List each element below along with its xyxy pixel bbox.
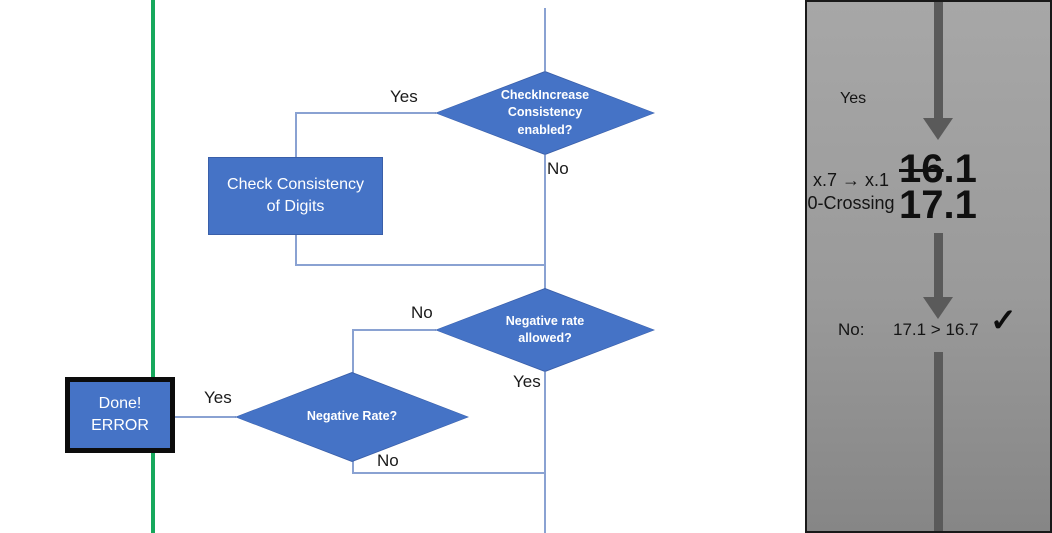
down-arrow-icon xyxy=(923,297,953,319)
check-icon: ✓ xyxy=(990,302,1017,338)
connector-decision1-no-down xyxy=(544,155,546,289)
panel-values: 16.1 17.1 xyxy=(899,149,977,227)
terminal-done-error: Done! ERROR xyxy=(65,377,175,453)
decision-negative-allowed-label: Negative rate allowed? xyxy=(505,313,585,346)
connector-decision3-no-down xyxy=(352,460,354,474)
connector-down-into-decision3 xyxy=(352,329,354,373)
panel-value-new: 17.1 xyxy=(899,183,977,227)
panel-value-old-struck: 16 xyxy=(899,147,944,191)
panel-result-comparison: 17.1 > 16.7 xyxy=(893,320,979,339)
branch-label-no-increase: No xyxy=(547,159,569,178)
connector-decision2-no-left xyxy=(352,329,436,331)
process-check-consistency-of-digits: Check Consistency of Digits xyxy=(208,157,383,235)
branch-label-no-negative-rate: No xyxy=(377,451,399,470)
connector-top-into-decision1 xyxy=(544,8,546,71)
decision-negative-rate-label: Negative Rate? xyxy=(306,409,398,424)
branch-label-yes-negative-rate: Yes xyxy=(204,388,232,407)
panel-value-old: 16.1 xyxy=(899,149,977,189)
connector-process-return-right xyxy=(295,264,545,266)
down-arrow-icon xyxy=(923,118,953,140)
annotation-panel: Yes x.7 → x.1 0-Crossing 16.1 17.1 No: 1… xyxy=(805,0,1052,533)
decision-checkincrease-enabled: CheckIncrease Consistency enabled? xyxy=(435,71,655,155)
connector-decision2-yes-down xyxy=(544,372,546,533)
connector-decision3-yes-left xyxy=(174,416,236,418)
down-arrow-shaft xyxy=(934,2,943,118)
panel-condition-text: x.7 → x.1 0-Crossing xyxy=(807,170,895,213)
panel-result-prefix: No: xyxy=(838,320,865,339)
down-arrow-shaft xyxy=(934,352,943,531)
connector-process-down xyxy=(295,234,297,266)
decision-negative-rate: Negative Rate? xyxy=(235,372,469,462)
connector-decision1-yes-left xyxy=(295,112,436,114)
panel-value-old-rest: .1 xyxy=(943,147,977,191)
branch-label-yes-increase: Yes xyxy=(390,87,418,106)
connector-decision3-no-right xyxy=(352,472,546,474)
connector-down-into-process xyxy=(295,112,297,158)
branch-label-yes-negative-allowed: Yes xyxy=(513,372,541,391)
branch-label-no-negative-allowed: No xyxy=(411,303,433,322)
green-divider-line xyxy=(151,0,155,533)
panel-yes-label: Yes xyxy=(840,90,867,107)
down-arrow-shaft xyxy=(934,233,943,297)
decision-checkincrease-label: CheckIncrease Consistency enabled? xyxy=(500,87,590,137)
decision-negative-rate-allowed: Negative rate allowed? xyxy=(435,288,655,372)
